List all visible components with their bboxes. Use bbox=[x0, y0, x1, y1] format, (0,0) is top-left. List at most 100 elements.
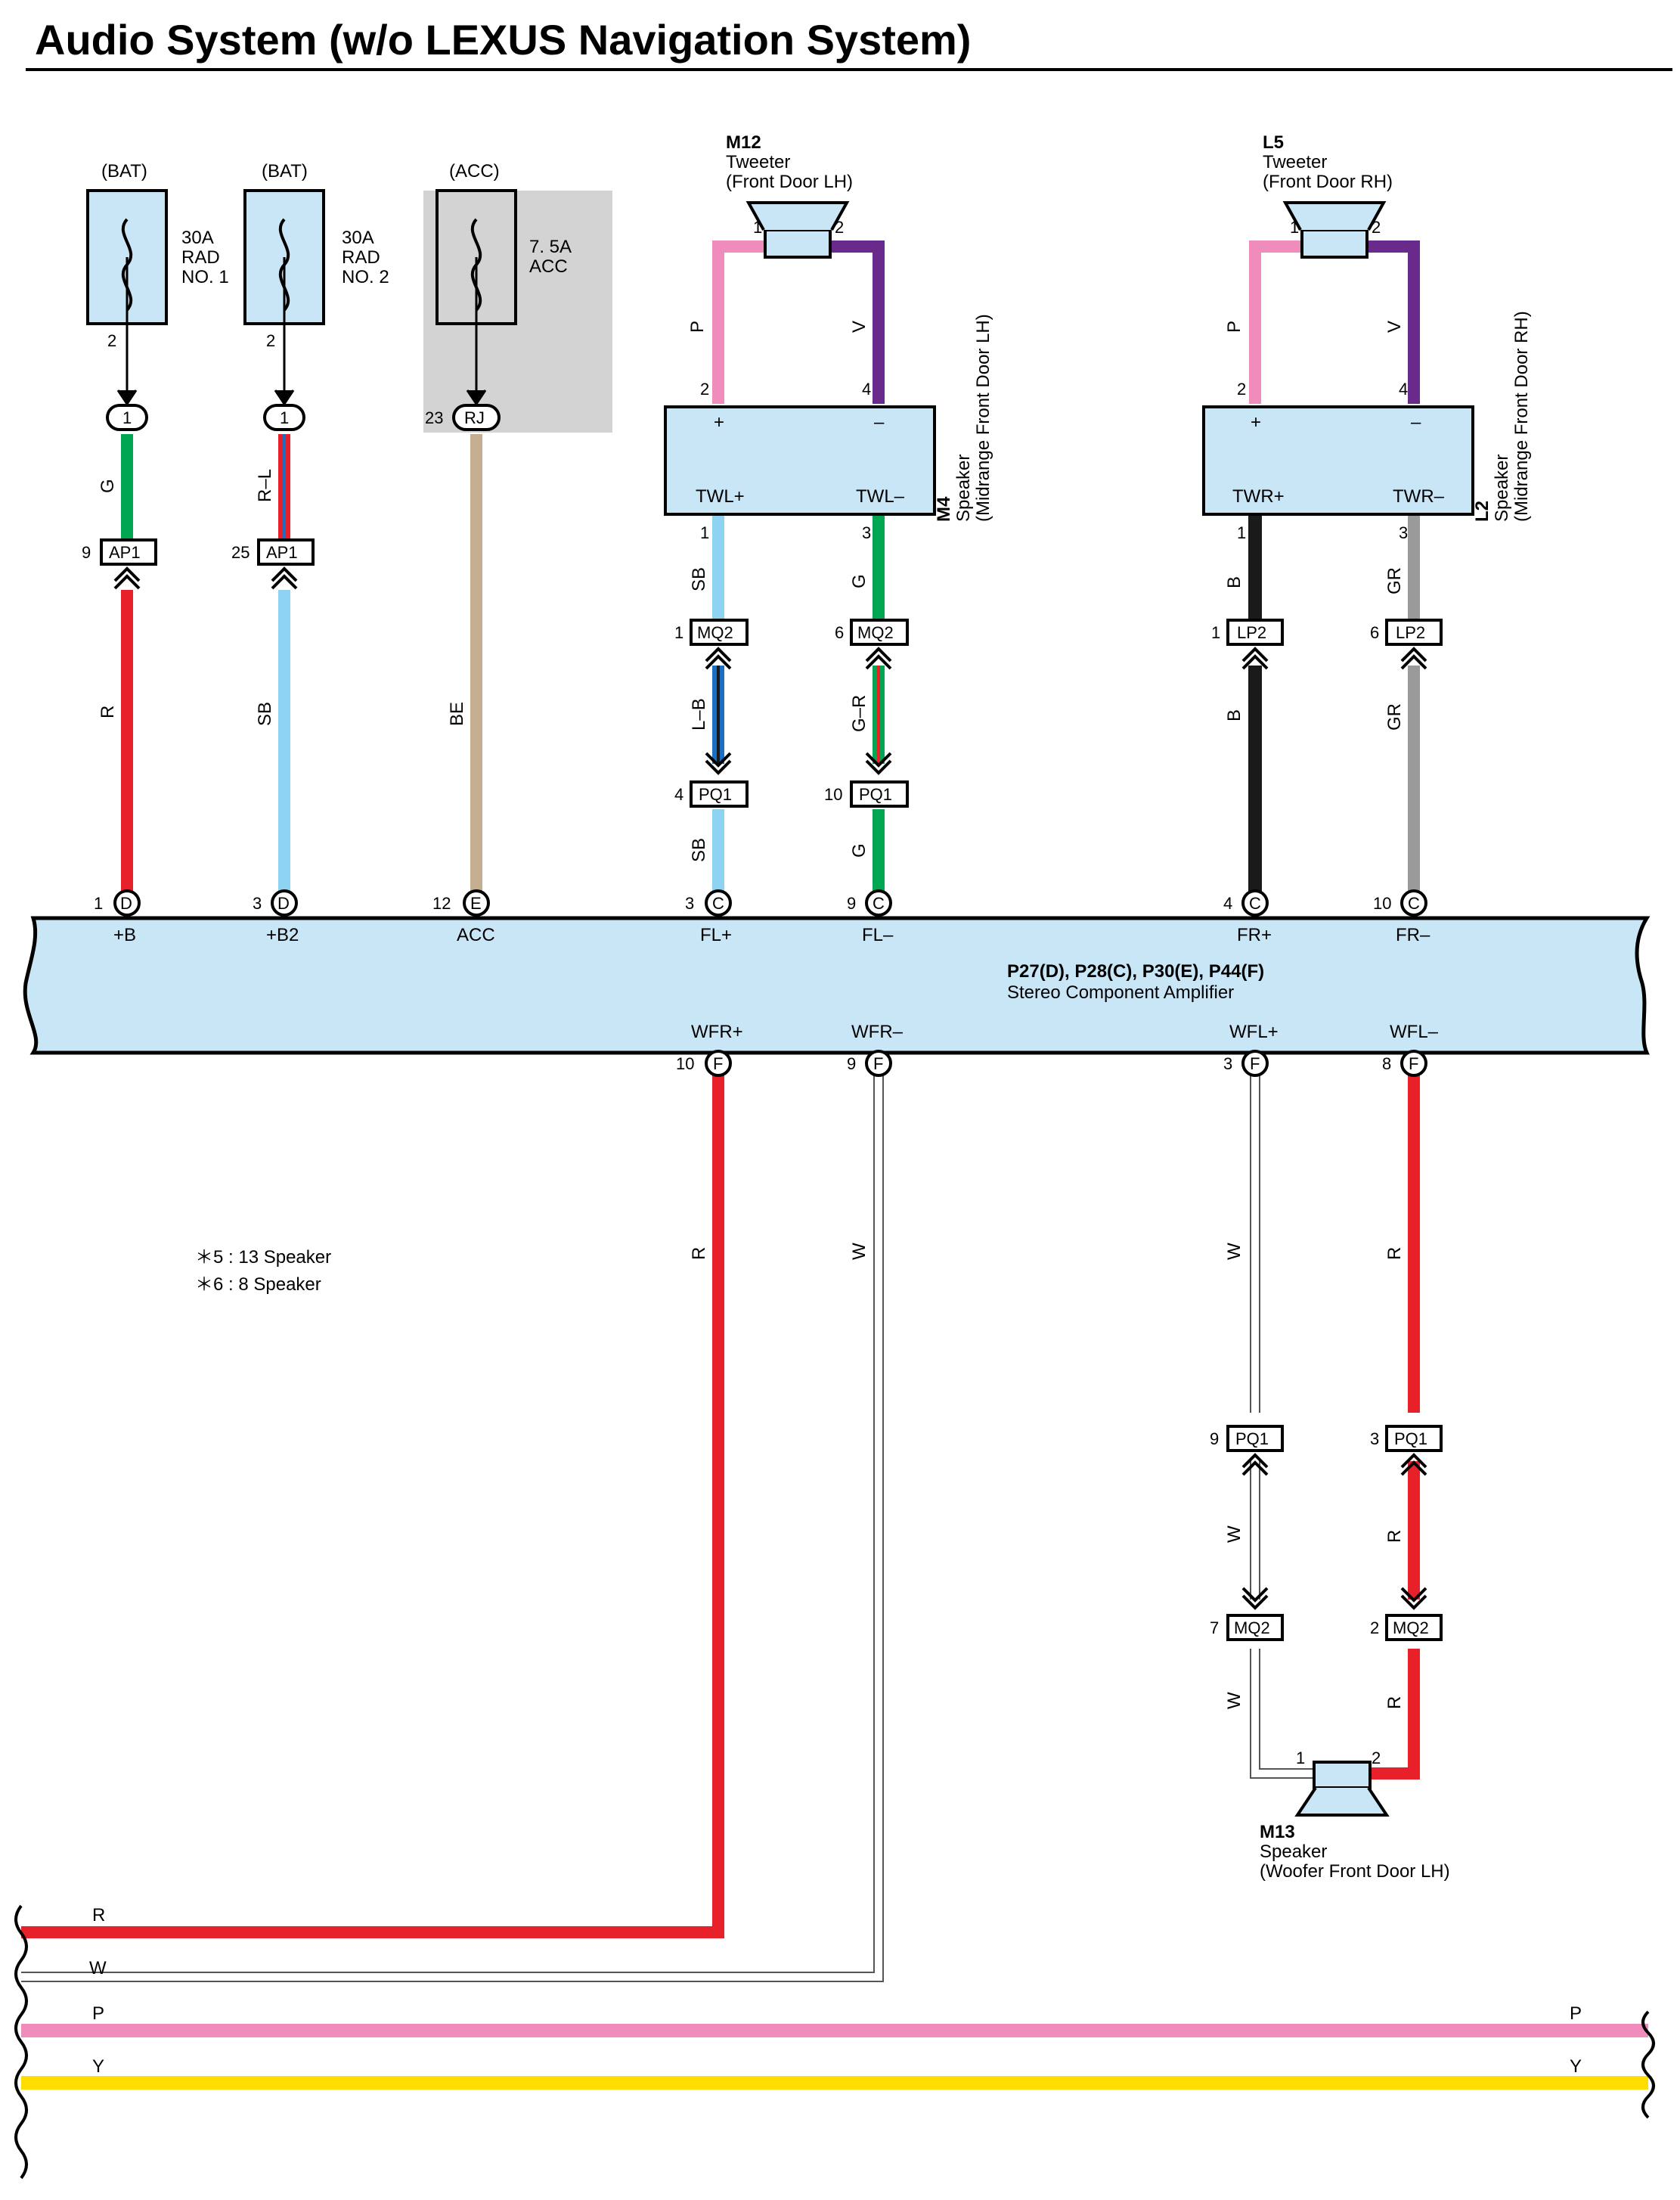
midrange-rh-t1: TWR+ bbox=[1232, 486, 1285, 507]
midrange-rh-minus: – bbox=[1411, 412, 1421, 433]
connector-pq1-c-pin: 9 bbox=[1210, 1429, 1219, 1448]
tweeter-lh-location: (Front Door LH) bbox=[726, 172, 853, 192]
wl-fl-minus-top: G bbox=[849, 574, 869, 588]
connector-lp2-b: LP2 bbox=[1385, 619, 1443, 670]
svg-text:PQ1: PQ1 bbox=[1235, 1429, 1269, 1448]
woofer-speaker bbox=[1294, 1761, 1390, 1817]
midrange-lh-pin-top1: 2 bbox=[700, 380, 709, 399]
connector-pq1-d: PQ1 bbox=[1385, 1425, 1443, 1476]
connector-pq1-c: PQ1 bbox=[1226, 1425, 1284, 1476]
connector-mq2-d: MQ2 bbox=[1385, 1587, 1443, 1641]
svg-text:WFL–: WFL– bbox=[1390, 1022, 1439, 1042]
wl-fl-minus-bot: G bbox=[849, 843, 869, 858]
fuse-acc bbox=[435, 189, 517, 408]
fuse1-rating: 30A bbox=[181, 228, 214, 248]
midrange-lh-pin-top2: 4 bbox=[862, 380, 871, 399]
wl-wfr-plus: R bbox=[689, 1247, 709, 1260]
wire-tweeter-rh-v bbox=[1367, 240, 1420, 404]
wire-wfr-plus-r bbox=[21, 1074, 724, 1938]
wl-bat1-bot: R bbox=[98, 706, 118, 718]
wl-fl-plus-bot: SB bbox=[689, 838, 709, 862]
woofer-code: M13 bbox=[1260, 1822, 1295, 1842]
svg-text:4: 4 bbox=[1223, 894, 1232, 913]
svg-text:RJ: RJ bbox=[464, 408, 485, 427]
svg-text:AP1: AP1 bbox=[109, 543, 141, 562]
svg-text:10: 10 bbox=[1373, 894, 1391, 913]
connector-mq2-c-pin: 7 bbox=[1210, 1618, 1219, 1637]
svg-text:ACC: ACC bbox=[457, 925, 495, 945]
amplifier-box bbox=[23, 916, 1651, 1055]
amp-terminal-wfr-plus: F 10 WFR+ bbox=[676, 1022, 743, 1077]
connector-lp2-b-pin: 6 bbox=[1370, 623, 1379, 642]
tweeter-rh-pin1: 1 bbox=[1290, 218, 1299, 237]
connector-mq2-a-pin: 1 bbox=[674, 623, 683, 642]
fuse1-name2: NO. 1 bbox=[181, 267, 229, 287]
wl-wfr-minus: W bbox=[849, 1243, 869, 1260]
wl-wfl-plus-1: W bbox=[1224, 1243, 1245, 1260]
midrange-lh-pin-bot1: 1 bbox=[700, 523, 709, 542]
wire-tweeter-lh-v bbox=[832, 240, 885, 404]
tweeter-rh-name: Tweeter bbox=[1263, 152, 1327, 172]
amp-terminal-fl-plus: C 3 FL+ bbox=[685, 889, 732, 945]
midrange-lh-name: Speaker bbox=[953, 455, 974, 522]
woofer-pin2: 2 bbox=[1372, 1749, 1381, 1767]
svg-text:C: C bbox=[1249, 894, 1261, 913]
wl-tw-rh-1: P bbox=[1224, 321, 1245, 333]
amp-terminal-fr-minus: C 10 FR– bbox=[1373, 889, 1430, 945]
fuse2-name2: NO. 2 bbox=[342, 267, 389, 287]
midrange-rh-box bbox=[1202, 405, 1474, 516]
note-5: ＊5 : 13 Speaker bbox=[195, 1247, 331, 1268]
svg-text:8: 8 bbox=[1382, 1054, 1391, 1073]
woofer-location: (Woofer Front Door LH) bbox=[1260, 1861, 1450, 1882]
wl-tw-rh-2: V bbox=[1384, 321, 1405, 333]
wire-wfr-minus-w-outer bbox=[21, 1074, 884, 1982]
amp-terminal-b2: D 3 +B2 bbox=[253, 889, 299, 945]
midrange-lh-t2: TWL– bbox=[856, 486, 905, 507]
wl-wfl-minus-2: R bbox=[1384, 1530, 1405, 1543]
svg-text:LP2: LP2 bbox=[1237, 623, 1266, 642]
connector-mq2-b-pin: 6 bbox=[835, 623, 844, 642]
wl-wfl-minus-1: R bbox=[1384, 1247, 1405, 1260]
svg-text:F: F bbox=[713, 1054, 723, 1073]
amplifier-name: Stereo Component Amplifier bbox=[1007, 982, 1234, 1003]
wl-fr-plus-top: B bbox=[1224, 576, 1245, 588]
wire-wfr-minus-w-inner bbox=[21, 1074, 882, 1981]
fuse3-rating: 7. 5A bbox=[529, 237, 572, 257]
break-mark-right bbox=[1641, 2010, 1655, 2119]
amp-terminal-wfr-minus: F 9 WFR– bbox=[847, 1022, 904, 1077]
svg-text:E: E bbox=[470, 894, 482, 913]
connector-mq2-d-pin: 2 bbox=[1370, 1618, 1379, 1637]
fuse2-name1: RAD bbox=[342, 247, 380, 268]
junction-acc: RJ bbox=[452, 404, 501, 431]
wl-fr-minus-bot: GR bbox=[1384, 703, 1405, 731]
svg-text:LP2: LP2 bbox=[1396, 623, 1425, 642]
fuse2-rating: 30A bbox=[342, 228, 374, 248]
bottom-line-p-right: P bbox=[1570, 2003, 1582, 2024]
svg-text:12: 12 bbox=[432, 894, 451, 913]
midrange-lh-box bbox=[664, 405, 936, 516]
connector-pq1-b: PQ1 bbox=[850, 752, 909, 808]
tweeter-rh-pin2: 2 bbox=[1372, 218, 1381, 237]
connector-pq1-a-pin: 4 bbox=[674, 785, 683, 804]
connector-lp2-a: LP2 bbox=[1226, 619, 1284, 670]
svg-text:AP1: AP1 bbox=[266, 543, 298, 562]
connector-pq1-a: PQ1 bbox=[690, 752, 749, 808]
amp-terminal-b: D 1 +B bbox=[94, 889, 141, 945]
fuse2-pin: 2 bbox=[266, 331, 275, 350]
wire-tweeter-rh-p bbox=[1249, 240, 1300, 404]
svg-text:PQ1: PQ1 bbox=[699, 785, 732, 804]
amplifier-codes: P27(D), P28(C), P30(E), P44(F) bbox=[1007, 961, 1264, 982]
break-mark-left bbox=[14, 1904, 28, 2180]
midrange-rh-code: L2 bbox=[1472, 501, 1492, 522]
wire-wfl-plus-w3-outer bbox=[1250, 1649, 1316, 1779]
tweeter-lh-pin2: 2 bbox=[835, 218, 844, 237]
tweeter-lh-code: M12 bbox=[726, 132, 761, 153]
bottom-line-r-left: R bbox=[92, 1905, 105, 1925]
svg-text:3: 3 bbox=[1223, 1054, 1232, 1073]
connector-mq2-b: MQ2 bbox=[850, 619, 909, 670]
fuse-rad-no1 bbox=[86, 189, 168, 408]
connector-pq1-b-pin: 10 bbox=[824, 785, 842, 804]
woofer-pin1: 1 bbox=[1296, 1749, 1305, 1767]
svg-text:MQ2: MQ2 bbox=[697, 623, 733, 642]
connector-ap1-b-pin: 25 bbox=[231, 543, 250, 562]
